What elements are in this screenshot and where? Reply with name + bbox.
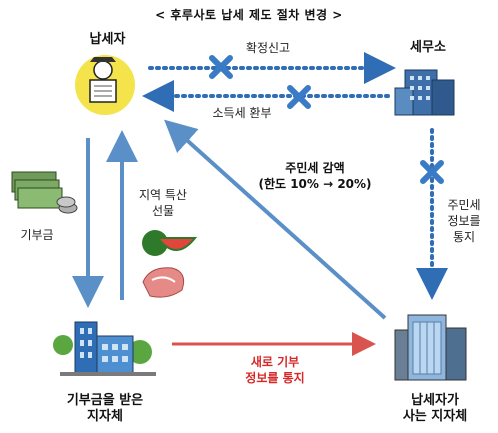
gift-label: 지역 특산 선물 bbox=[139, 188, 187, 218]
cross-icon bbox=[287, 85, 311, 109]
taxpayer-icon bbox=[75, 55, 135, 115]
recipient-gov-label: 기부금을 받은 지자체 bbox=[66, 393, 144, 424]
residence-gov-label: 납세자가 사는 지자체 bbox=[402, 393, 468, 424]
report-label: 확정신고 bbox=[245, 41, 291, 55]
tax-office-label: 세무소 bbox=[410, 40, 446, 55]
money-icon bbox=[11, 171, 78, 214]
cross-icon bbox=[209, 55, 233, 79]
watermelon-icon bbox=[142, 230, 198, 256]
meat-icon bbox=[142, 267, 185, 298]
refund-label: 소득세 환부 bbox=[212, 106, 272, 120]
resident-tax-cut-arrow bbox=[164, 119, 387, 320]
recipient-gov-building-icon bbox=[53, 321, 156, 376]
new-donation-notice-label: 새로 기부 정보를 통지 bbox=[245, 355, 305, 385]
cross-icon bbox=[420, 160, 444, 184]
residence-gov-building-icon bbox=[394, 314, 467, 381]
tax-office-building-icon bbox=[394, 69, 455, 116]
diagram-title: < 후루사토 납세 제도 절차 변경 > bbox=[155, 8, 343, 22]
resident-tax-cut-label: 주민세 감액 (한도 10% → 20%) bbox=[258, 161, 372, 191]
taxpayer-label: 납세자 bbox=[89, 32, 126, 47]
resident-tax-info-label: 주민세 정보를 통지 bbox=[447, 198, 481, 244]
donation-label: 기부금 bbox=[20, 228, 54, 242]
